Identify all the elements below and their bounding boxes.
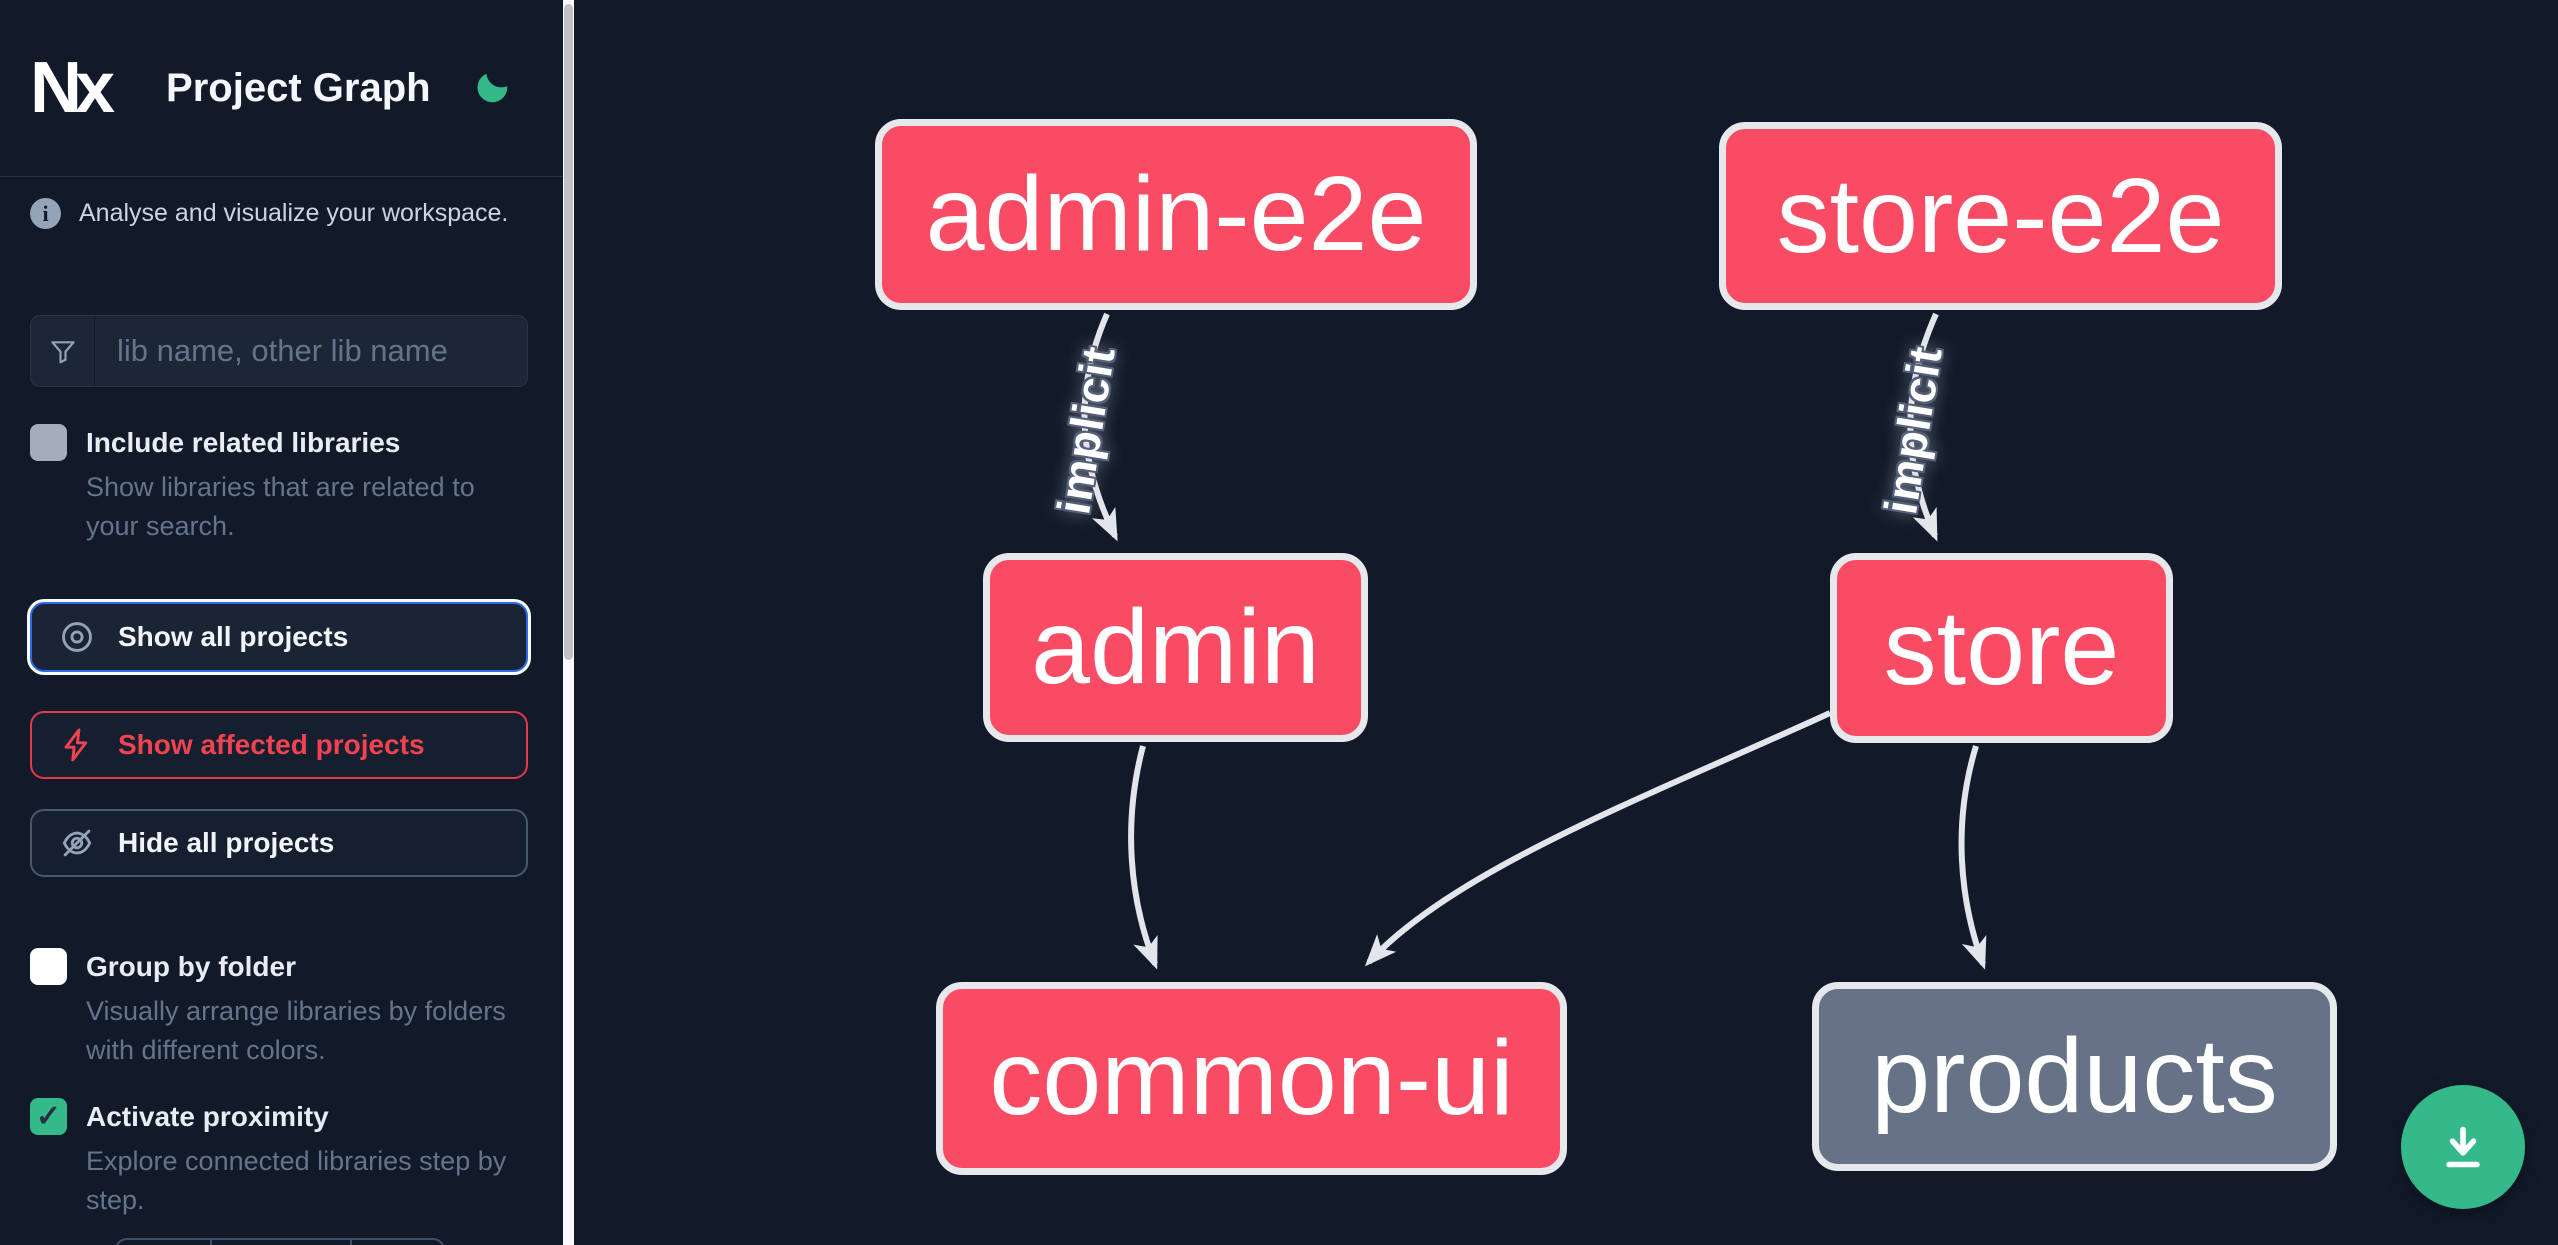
eye-icon — [62, 622, 92, 652]
graph-canvas[interactable]: implicit implicit admin-e2e store-e2e ad… — [574, 0, 2558, 1245]
dependency-edges — [1081, 312, 1987, 970]
node-admin[interactable]: admin — [983, 553, 1368, 742]
download-icon — [2446, 1126, 2480, 1168]
edge-store-e2e-store — [1907, 312, 1939, 542]
download-graph-button[interactable] — [2401, 1085, 2525, 1209]
segment-1[interactable] — [117, 1240, 210, 1245]
option-activate-proximity: ✓ Activate proximity Explore connected l… — [30, 1098, 535, 1220]
sidebar-scrollbar-track[interactable] — [563, 0, 574, 1245]
button-label: Show affected projects — [118, 729, 425, 760]
node-store[interactable]: store — [1830, 553, 2173, 743]
proximity-depth-control[interactable] — [115, 1238, 445, 1245]
search-box — [30, 315, 528, 387]
page-title: Project Graph — [166, 65, 431, 110]
option-description: Explore connected libraries step by step… — [86, 1146, 507, 1215]
show-all-projects-button[interactable]: Show all projects — [30, 602, 528, 672]
info-icon: i — [30, 198, 61, 229]
sidebar-header: Nx Project Graph — [0, 0, 563, 176]
node-common-ui[interactable]: common-ui — [936, 982, 1567, 1175]
edge-admin-e2e-admin — [1081, 312, 1118, 542]
node-store-e2e[interactable]: store-e2e — [1719, 122, 2282, 310]
segment-3[interactable] — [350, 1240, 443, 1245]
workspace-tagline: i Analyse and visualize your workspace. — [30, 198, 540, 229]
group-by-folder-checkbox[interactable] — [30, 948, 67, 985]
header-divider — [0, 176, 563, 177]
lightning-bolt-icon — [64, 728, 88, 762]
option-label: Activate proximity — [86, 1101, 329, 1132]
option-include-related: Include related libraries Show libraries… — [30, 424, 535, 546]
edge-admin-common-ui — [1128, 745, 1158, 970]
activate-proximity-checkbox[interactable]: ✓ — [30, 1098, 67, 1135]
filter-funnel-icon — [31, 316, 95, 386]
button-label: Show all projects — [118, 621, 349, 652]
button-label: Hide all projects — [118, 827, 335, 858]
tagline-text: Analyse and visualize your workspace. — [79, 199, 509, 227]
edge-store-products — [1958, 745, 1987, 970]
include-related-checkbox[interactable] — [30, 424, 67, 461]
option-label: Include related libraries — [86, 427, 401, 458]
nx-logo: Nx — [30, 48, 115, 128]
hide-all-projects-button[interactable]: Hide all projects — [30, 809, 528, 877]
dark-mode-moon-icon[interactable] — [469, 65, 515, 111]
option-description: Show libraries that are related to your … — [86, 472, 475, 541]
option-description: Visually arrange libraries by folders wi… — [86, 996, 506, 1065]
segment-2[interactable] — [210, 1240, 350, 1245]
node-products[interactable]: products — [1812, 982, 2337, 1171]
sidebar: Nx Project Graph i Analyse and visualize… — [0, 0, 563, 1245]
option-group-by-folder: Group by folder Visually arrange librari… — [30, 948, 535, 1070]
sidebar-scrollbar-thumb[interactable] — [564, 4, 573, 660]
eye-off-icon — [62, 829, 92, 857]
edge-store-common-ui — [1364, 710, 1832, 967]
search-input[interactable] — [95, 316, 527, 386]
option-label: Group by folder — [86, 951, 296, 982]
node-admin-e2e[interactable]: admin-e2e — [875, 119, 1477, 310]
show-affected-projects-button[interactable]: Show affected projects — [30, 711, 528, 779]
